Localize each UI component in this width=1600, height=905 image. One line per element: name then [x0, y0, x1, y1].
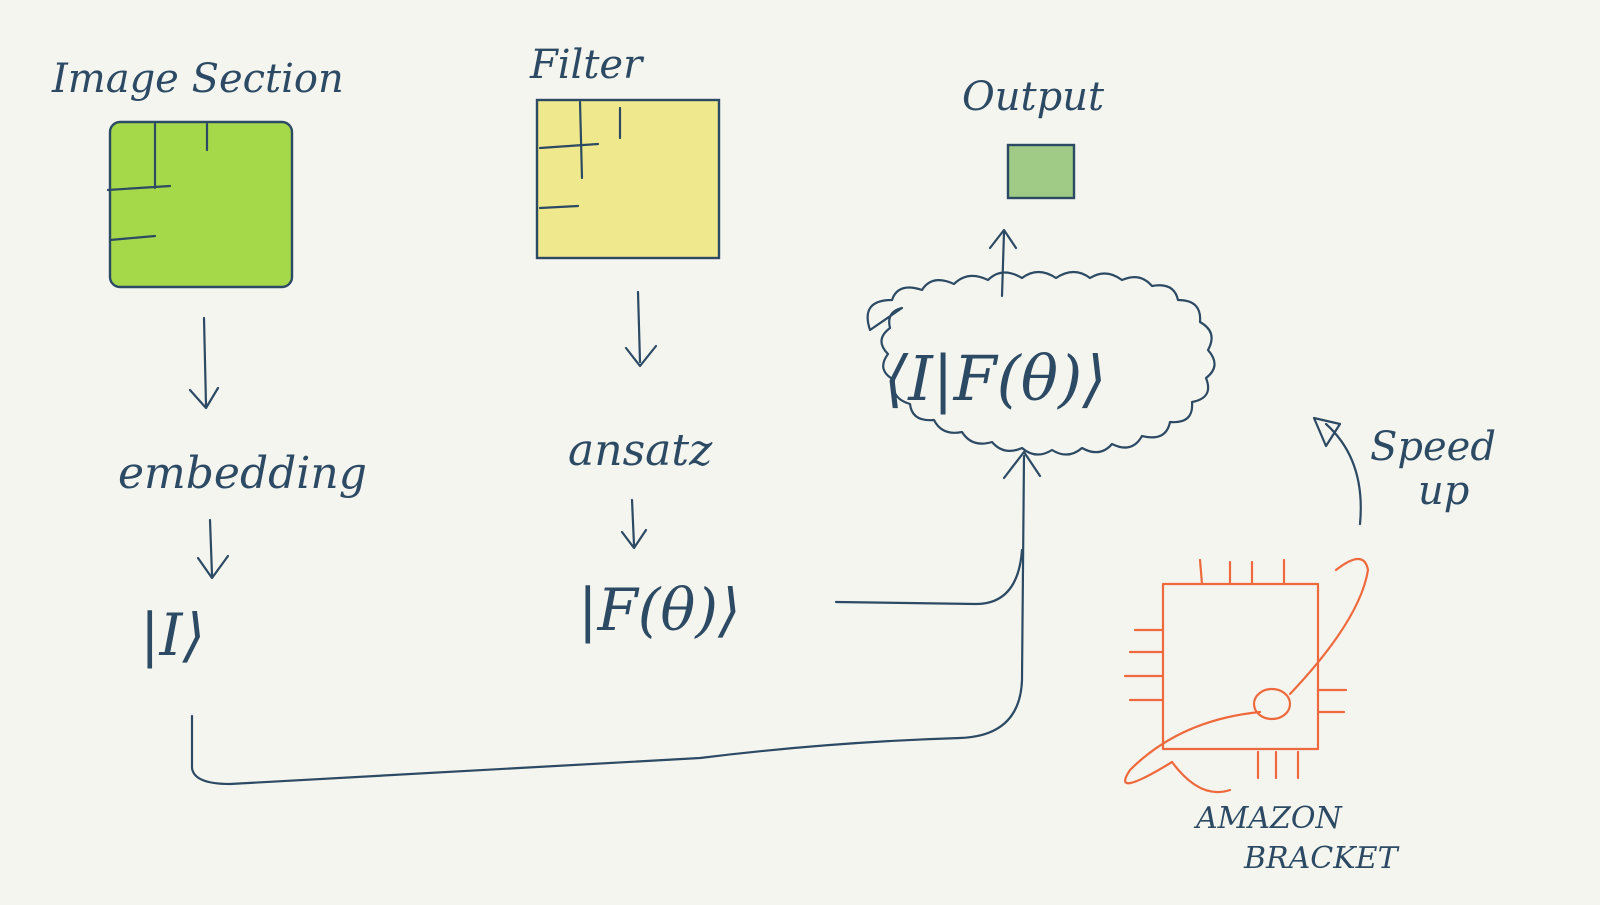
- arrow-embedding-to-ket: [196, 518, 230, 580]
- ket-filter-label: |F(θ)⟩: [578, 576, 741, 644]
- connector-ketF-to-cloud: [834, 548, 1024, 606]
- bracket-label: BRACKET: [1243, 841, 1400, 876]
- image-section-box: [106, 120, 294, 289]
- arrow-cloud-to-output: [988, 228, 1018, 298]
- up-label: up: [1418, 468, 1469, 514]
- filter-box: [535, 98, 721, 260]
- output-label: Output: [962, 74, 1105, 120]
- arrow-image-to-embedding: [188, 316, 220, 410]
- ket-image-label: |I⟩: [140, 601, 205, 669]
- inner-product-label: ⟨I|F(θ)⟩: [884, 342, 1106, 415]
- speed-label: Speed: [1370, 424, 1496, 470]
- inner-product-cloud: [866, 270, 1216, 456]
- amazon-label: AMAZON: [1193, 801, 1343, 836]
- quantum-chip-icon: [1123, 557, 1370, 794]
- ansatz-label: ansatz: [568, 425, 713, 476]
- image-section-label: Image Section: [51, 56, 344, 102]
- speedup-arrow: [1312, 416, 1362, 526]
- arrow-filter-to-ansatz: [624, 290, 658, 368]
- arrow-ansatz-to-ket: [620, 498, 648, 550]
- connector-ketI-to-cloud: [190, 450, 1042, 786]
- embedding-label: embedding: [118, 448, 367, 499]
- filter-label: Filter: [529, 42, 645, 88]
- output-box: [1006, 143, 1076, 200]
